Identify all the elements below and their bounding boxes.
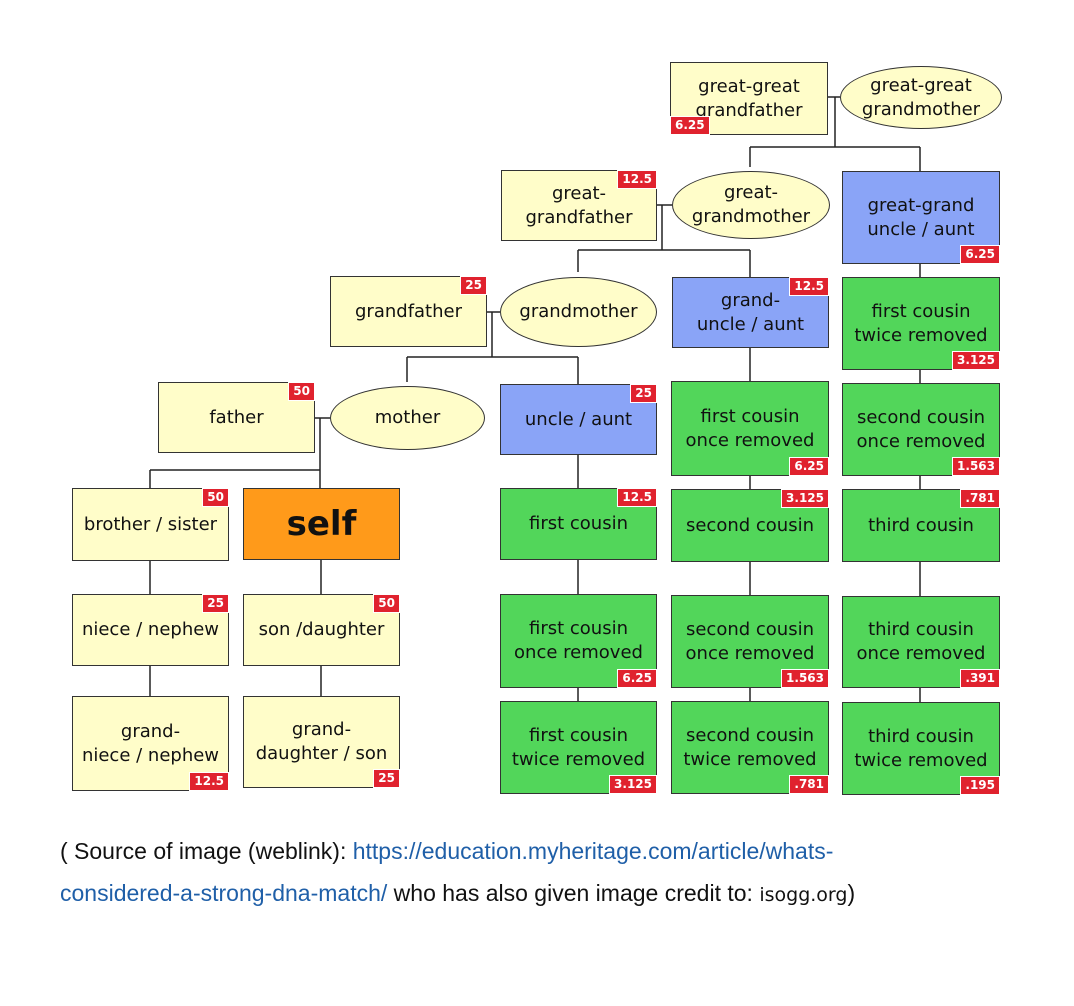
- node-label: great-grand uncle / aunt: [867, 194, 975, 240]
- node-label: niece / nephew: [81, 619, 220, 640]
- node-label: self: [286, 504, 357, 544]
- node-fc1r-b: first cousin once removed 6.25: [500, 594, 657, 688]
- dna-percent-badge: 1.563: [781, 669, 829, 688]
- node-sc2r: second cousin twice removed .781: [671, 701, 829, 794]
- node-son: son /daughter 50: [243, 594, 400, 666]
- node-label: first cousin: [529, 513, 628, 534]
- node-label: second cousin: [685, 514, 815, 536]
- node-uncle: uncle / aunt 25: [500, 384, 657, 455]
- dna-percent-badge: .391: [960, 669, 1000, 688]
- source-caption: ( Source of image (weblink): https://edu…: [60, 830, 1050, 916]
- dna-percent-badge: .781: [789, 775, 829, 794]
- dna-percent-badge: 50: [288, 382, 315, 401]
- node-label: grand- niece / nephew: [81, 720, 220, 766]
- dna-percent-badge: 50: [202, 488, 229, 507]
- node-fc: first cousin 12.5: [500, 488, 657, 560]
- node-sc1r-a: second cousin once removed 1.563: [842, 383, 1000, 476]
- node-mother: mother: [330, 386, 485, 450]
- node-fc2r-b: first cousin twice removed 3.125: [500, 701, 657, 794]
- dna-percent-badge: 25: [460, 276, 487, 295]
- dna-percent-badge: 25: [373, 769, 400, 788]
- dna-percent-badge: 6.25: [960, 245, 1000, 264]
- node-label: third cousin once removed: [856, 619, 986, 664]
- dna-percent-badge: 12.5: [617, 170, 657, 189]
- node-label: first cousin twice removed: [511, 724, 646, 770]
- node-niece: niece / nephew 25: [72, 594, 229, 666]
- node-ggu: great-grand uncle / aunt 6.25: [842, 171, 1000, 264]
- node-label: great- grandfather: [525, 182, 633, 228]
- node-label: son /daughter: [258, 619, 385, 640]
- caption-prefix: ( Source of image (weblink):: [60, 838, 353, 864]
- node-label: great-great grandfather: [695, 75, 803, 121]
- node-label: great- grandmother: [691, 182, 811, 227]
- dna-percent-badge: 12.5: [789, 277, 829, 296]
- dna-percent-badge: .781: [960, 489, 1000, 508]
- node-label: second cousin once removed: [856, 406, 986, 452]
- node-label: third cousin twice removed: [854, 725, 988, 771]
- credit-site: isogg.org: [759, 884, 848, 906]
- node-label: third cousin: [868, 514, 974, 536]
- dna-percent-badge: 50: [373, 594, 400, 613]
- node-label: first cousin once removed: [685, 405, 815, 451]
- dna-percent-badge: 6.25: [789, 457, 829, 476]
- node-label: uncle / aunt: [524, 408, 633, 430]
- node-gpa: grandfather 25: [330, 276, 487, 347]
- dna-percent-badge: .195: [960, 776, 1000, 795]
- caption-middle: who has also given image credit to:: [387, 880, 760, 906]
- dna-percent-badge: 6.25: [670, 116, 710, 135]
- node-label: first cousin twice removed: [854, 300, 988, 346]
- dna-percent-badge: 3.125: [609, 775, 657, 794]
- node-ggm: great-great grandmother: [840, 66, 1002, 129]
- node-gniece: grand- niece / nephew 12.5: [72, 696, 229, 791]
- node-label: grandmother: [519, 301, 638, 322]
- node-fc1r-a: first cousin once removed 6.25: [671, 381, 829, 476]
- dna-percent-badge: 25: [202, 594, 229, 613]
- dna-percent-badge: 6.25: [617, 669, 657, 688]
- node-sc1r-b: second cousin once removed 1.563: [671, 595, 829, 688]
- source-link-line1[interactable]: https://education.myheritage.com/article…: [352, 838, 834, 864]
- node-sc: second cousin 3.125: [671, 489, 829, 562]
- node-sibling: brother / sister 50: [72, 488, 229, 561]
- node-label: second cousin once removed: [685, 618, 815, 664]
- node-label: brother / sister: [83, 513, 218, 535]
- node-gma: grandmother: [500, 277, 657, 347]
- node-tc: third cousin .781: [842, 489, 1000, 562]
- node-label: grandfather: [355, 300, 462, 322]
- node-tc2r: third cousin twice removed .195: [842, 702, 1000, 795]
- source-link-line2[interactable]: considered-a-strong-dna-match/: [60, 880, 388, 906]
- node-father: father 50: [158, 382, 315, 453]
- node-label: first cousin once removed: [514, 618, 643, 663]
- node-label: father: [209, 406, 264, 428]
- caption-suffix: ): [847, 880, 856, 906]
- node-fc2r: first cousin twice removed 3.125: [842, 277, 1000, 370]
- node-gm: great- grandmother: [672, 171, 830, 239]
- dna-percent-badge: 25: [630, 384, 657, 403]
- node-label: second cousin twice removed: [683, 724, 817, 770]
- node-tc1r: third cousin once removed .391: [842, 596, 1000, 688]
- dna-percent-badge: 12.5: [189, 772, 229, 791]
- node-label: grand- daughter / son: [255, 719, 388, 764]
- dna-percent-badge: 3.125: [952, 351, 1000, 370]
- node-label: mother: [374, 407, 441, 428]
- node-self: self: [243, 488, 400, 560]
- node-label: grand- uncle / aunt: [696, 289, 805, 335]
- node-gson: grand- daughter / son 25: [243, 696, 400, 788]
- node-label: great-great grandmother: [861, 74, 981, 120]
- dna-percent-badge: 12.5: [617, 488, 657, 507]
- dna-percent-badge: 1.563: [952, 457, 1000, 476]
- dna-percent-badge: 3.125: [781, 489, 829, 508]
